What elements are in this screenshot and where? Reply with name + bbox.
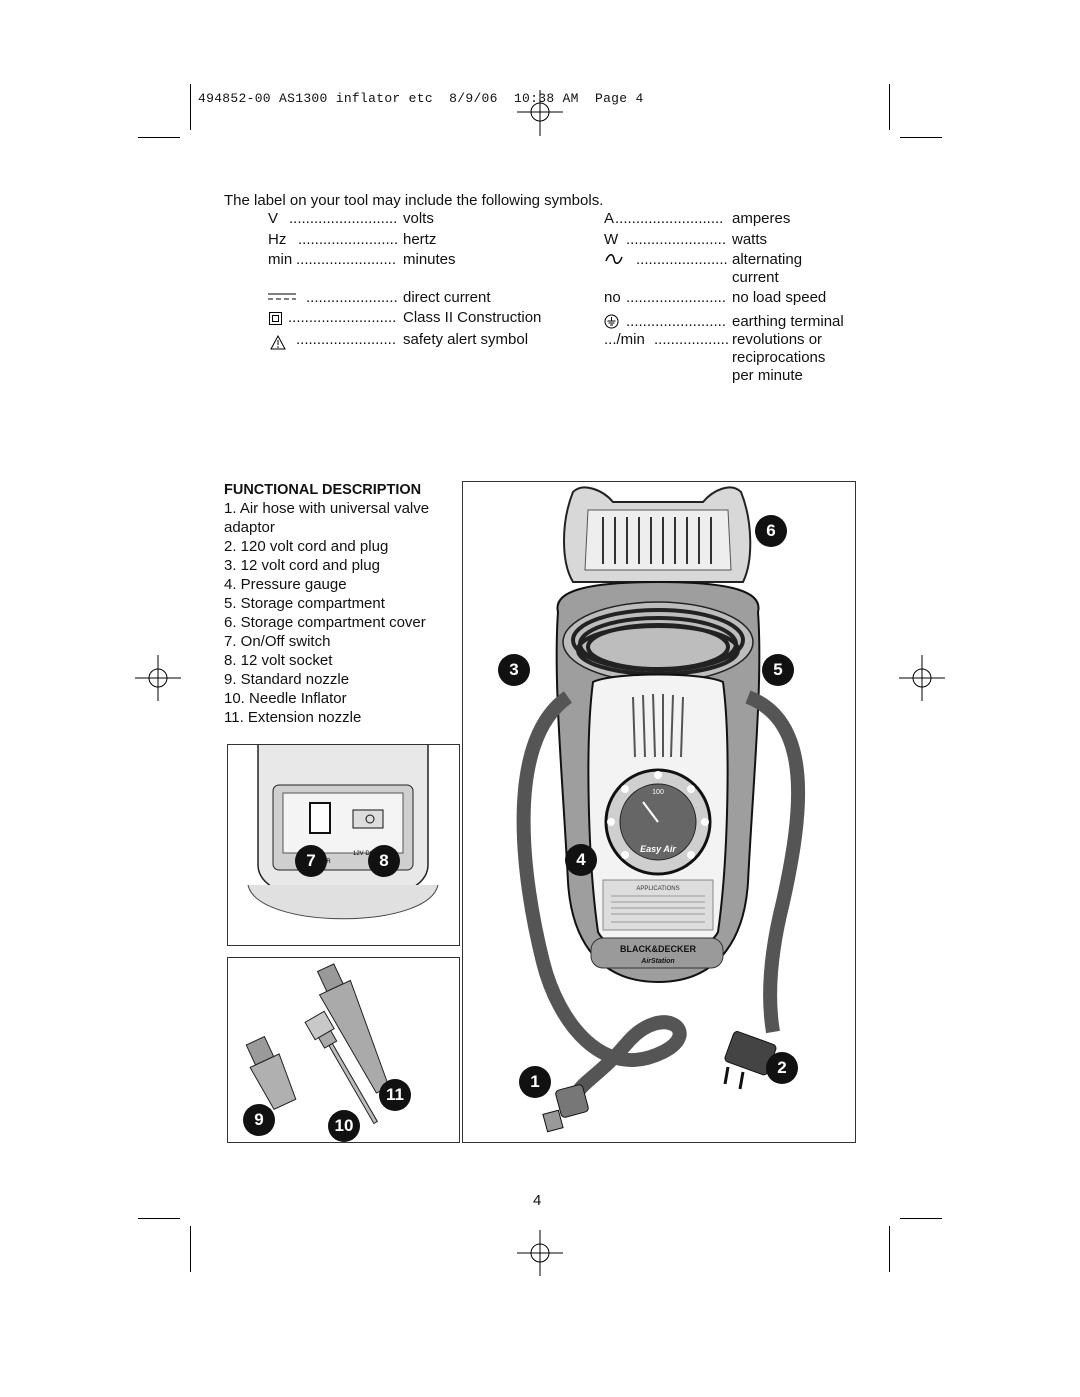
svg-text:BLACK&DECKER: BLACK&DECKER xyxy=(620,944,696,954)
safety-alert-icon xyxy=(270,335,286,350)
inflator-illustration: 100 Easy Air APPLICATIONS BLACK&DECKER A… xyxy=(516,486,806,1133)
alternating-current-icon xyxy=(605,254,623,264)
leader-dots: .......................... xyxy=(289,210,398,227)
symbol-meaning: amperes xyxy=(732,210,791,227)
main-illustration-frame: 100 Easy Air APPLICATIONS BLACK&DECKER A… xyxy=(462,481,856,1143)
list-item: 7. On/Off switch xyxy=(224,633,331,650)
list-item: 6. Storage compartment cover xyxy=(224,614,426,631)
callout-2: 2 xyxy=(766,1052,798,1084)
leader-dots: .......................... xyxy=(288,309,397,326)
list-item: 9. Standard nozzle xyxy=(224,671,350,688)
symbol-meaning: earthing terminal xyxy=(732,313,844,330)
symbol-meaning: revolutions or xyxy=(732,331,823,348)
leader-dots: .................. xyxy=(654,331,730,348)
symbol-meaning: current xyxy=(732,269,779,286)
nozzles-illustration xyxy=(245,963,390,1125)
registration-mark-bottom xyxy=(517,1230,563,1276)
leader-dots: ........................ xyxy=(298,231,399,248)
symbol-meaning: reciprocations xyxy=(732,349,826,366)
symbol-row-watts: W ........................ watts xyxy=(604,231,767,248)
symbol-row-hertz: Hz ........................ hertz xyxy=(268,231,436,248)
list-item: 3. 12 volt cord and plug xyxy=(224,557,380,574)
leader-dots: ........................ xyxy=(626,289,727,306)
symbol-row-amperes: A .......................... amperes xyxy=(604,210,790,227)
list-item: 10. Needle Inflator xyxy=(224,690,347,707)
registration-mark-top xyxy=(517,90,563,136)
symbol-no: no xyxy=(604,289,621,306)
callout-7: 7 xyxy=(295,845,327,877)
leader-dots: ...................... xyxy=(306,289,398,306)
leader-dots: ........................ xyxy=(626,313,727,330)
symbols-intro: The label on your tool may include the f… xyxy=(224,192,604,209)
symbol-per-min: .../min xyxy=(604,331,645,348)
symbol-hz: Hz xyxy=(268,231,287,248)
page-number: 4 xyxy=(533,1192,542,1209)
symbol-min: min xyxy=(268,251,293,268)
symbol-meaning: volts xyxy=(403,210,434,227)
symbol-v: V xyxy=(268,210,279,227)
callout-10: 10 xyxy=(328,1110,360,1142)
earthing-terminal-icon xyxy=(604,314,619,329)
symbol-w: W xyxy=(604,231,619,248)
svg-text:AirStation: AirStation xyxy=(640,958,674,965)
direct-current-icon xyxy=(268,293,296,300)
registration-mark-left xyxy=(135,655,181,701)
list-item: 5. Storage compartment xyxy=(224,595,385,612)
callout-3: 3 xyxy=(498,654,530,686)
callout-9: 9 xyxy=(243,1104,275,1136)
leader-dots: ........................ xyxy=(296,251,397,268)
symbol-meaning: minutes xyxy=(403,251,456,268)
switch-socket-illustration: POWER 12V DC xyxy=(247,745,439,920)
symbol-meaning: per minute xyxy=(732,367,803,384)
registration-mark-right xyxy=(899,655,945,701)
callout-5: 5 xyxy=(762,654,794,686)
svg-text:Easy Air: Easy Air xyxy=(640,844,676,854)
symbol-row-volts: V .......................... volts xyxy=(268,210,434,227)
leader-dots: ...................... xyxy=(636,251,728,268)
callout-1: 1 xyxy=(519,1066,551,1098)
list-item: 11. Extension nozzle xyxy=(224,709,362,726)
class-ii-icon xyxy=(269,312,282,325)
section-title: FUNCTIONAL DESCRIPTION xyxy=(224,482,422,498)
svg-text:12V DC: 12V DC xyxy=(353,851,375,857)
symbol-meaning: alternating xyxy=(732,251,803,268)
list-item: 8. 12 volt socket xyxy=(224,652,333,669)
callout-6: 6 xyxy=(755,515,787,547)
leader-dots: ........................ xyxy=(626,231,727,248)
symbol-row-revolutions: .../min .................. revolutions o… xyxy=(604,331,825,384)
callout-4: 4 xyxy=(565,844,597,876)
svg-text:100: 100 xyxy=(652,789,664,796)
symbol-meaning: hertz xyxy=(403,231,437,248)
leader-dots: .......................... xyxy=(615,210,724,227)
symbol-row-no-load-speed: no ........................ no load spee… xyxy=(604,289,826,306)
svg-text:APPLICATIONS: APPLICATIONS xyxy=(636,886,679,892)
symbol-meaning: watts xyxy=(732,231,768,248)
switch-socket-detail-frame: POWER 12V DC 7 8 xyxy=(227,744,460,946)
symbol-a: A xyxy=(604,210,615,227)
print-header: 494852-00 AS1300 inflator etc 8/9/06 10:… xyxy=(198,91,644,106)
nozzles-detail-frame: 11 9 10 xyxy=(227,957,460,1143)
symbol-meaning: safety alert symbol xyxy=(403,331,529,348)
symbol-meaning: direct current xyxy=(403,289,491,306)
list-item: 2. 120 volt cord and plug xyxy=(224,538,389,555)
callout-11: 11 xyxy=(379,1079,411,1111)
symbol-row-minutes: min ........................ minutes xyxy=(268,251,456,268)
symbol-meaning: Class II Construction xyxy=(403,309,542,326)
symbol-meaning: no load speed xyxy=(732,289,827,306)
callout-8: 8 xyxy=(368,845,400,877)
leader-dots: ........................ xyxy=(296,331,397,348)
list-item: 4. Pressure gauge xyxy=(224,576,347,593)
